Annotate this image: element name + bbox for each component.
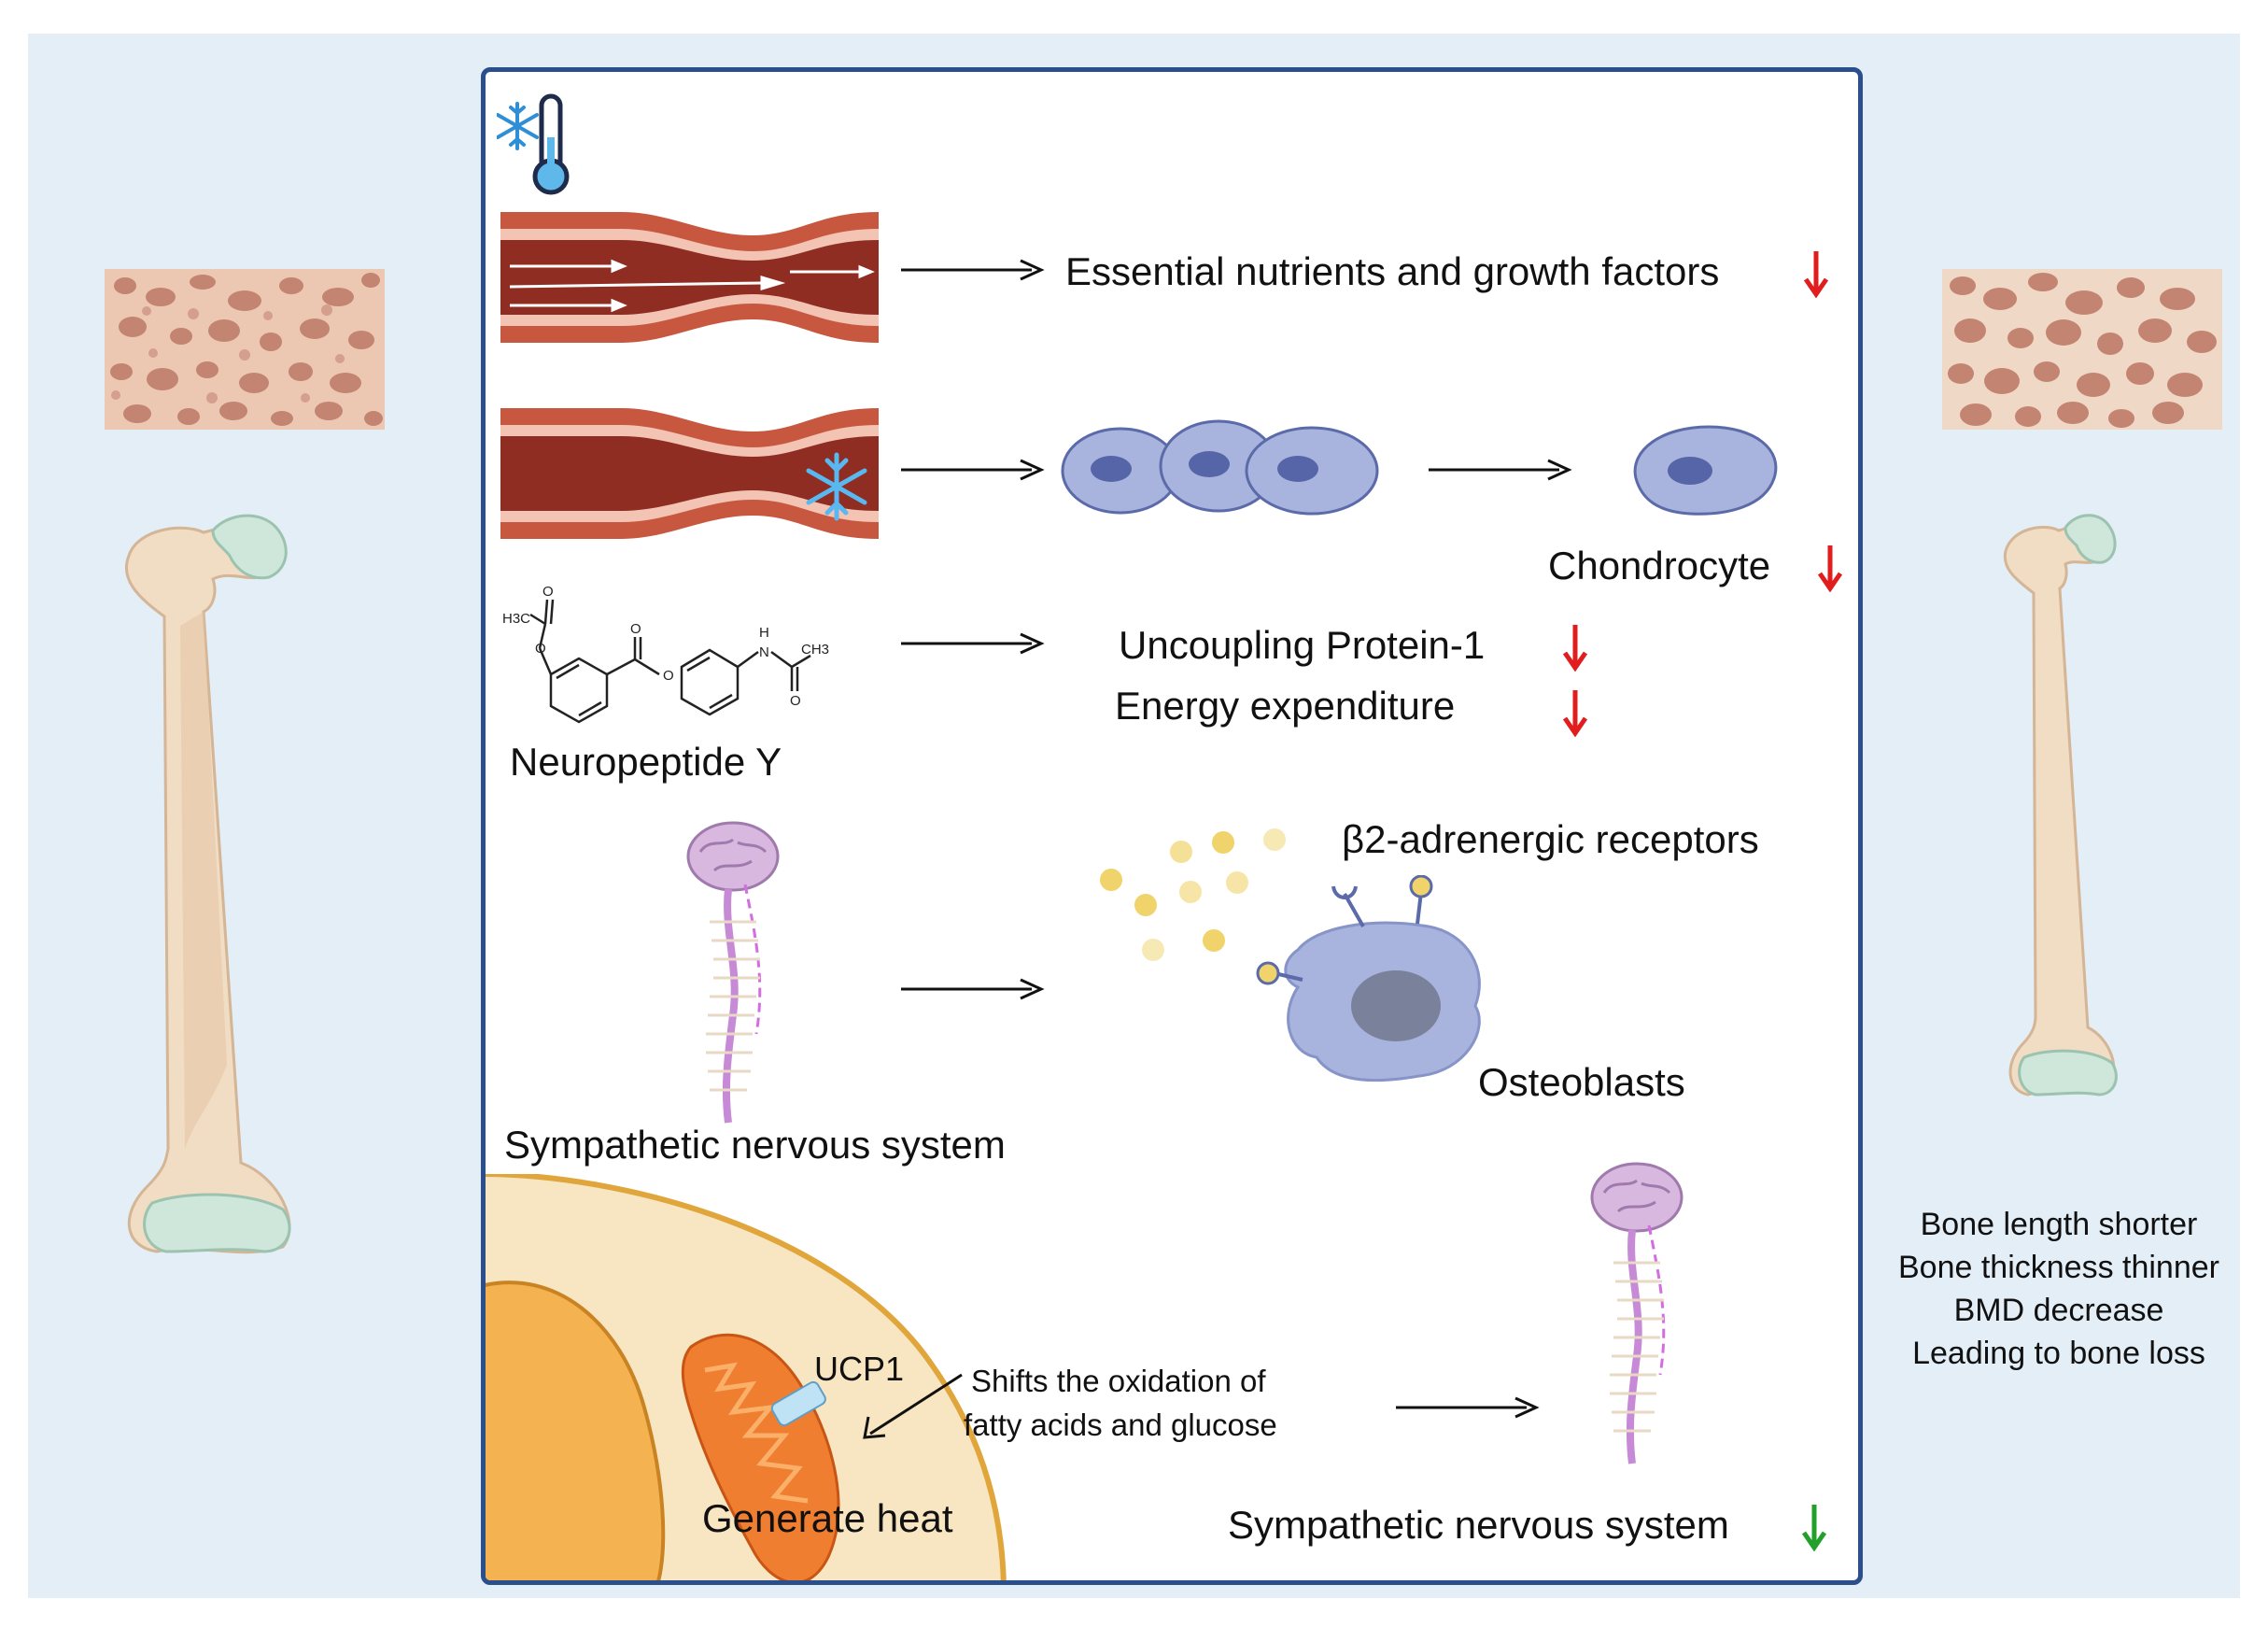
label-neuropeptide-y: Neuropeptide Y: [510, 740, 782, 784]
arrow-chondrocyte-2: [1429, 459, 1572, 481]
cold-thermometer-icon: [497, 93, 570, 195]
mol-label-o4: O: [663, 668, 674, 684]
arrow-heat: [1396, 1396, 1540, 1419]
label-shift-line2: fatty acids and glucose: [964, 1408, 1277, 1442]
outcome-length: Bone length shorter: [1920, 1207, 2198, 1242]
mol-label-o5: O: [790, 693, 801, 709]
outcome-thickness: Bone thickness thinner: [1898, 1250, 2219, 1285]
label-sns-result: Sympathetic nervous system: [1228, 1503, 1729, 1547]
arrow-sns: [901, 978, 1045, 1000]
label-ucp1: Uncoupling Protein-1: [1119, 623, 1486, 667]
arrow-ucp1: [863, 1373, 963, 1439]
mol-label-o1: O: [535, 641, 546, 657]
bone-outcomes: Bone length shorter Bone thickness thinn…: [1863, 1203, 2255, 1375]
down-arrow-icon: [1817, 545, 1843, 592]
femur-bone-icon: [124, 514, 291, 1254]
mol-label-o3: O: [630, 621, 641, 637]
down-arrow-icon: [1562, 690, 1588, 737]
chondrocyte-cluster-icon: [1061, 419, 1379, 516]
label-chondrocyte: Chondrocyte: [1548, 544, 1771, 587]
ligand-particles-icon: [1100, 828, 1286, 961]
molecule-icon: H3C O O O O H N O CH3: [502, 584, 829, 724]
outcome-bone-loss: Leading to bone loss: [1912, 1336, 2205, 1371]
arrow-npy: [901, 632, 1045, 655]
mol-label-o2: O: [542, 584, 554, 600]
label-nutrients: Essential nutrients and growth factors: [1065, 249, 1720, 293]
cold-blood-vessel-icon: [500, 408, 879, 539]
down-arrow-icon: [1801, 1505, 1827, 1551]
mechanism-panel: Essential nutrients and growth factors C…: [481, 67, 1863, 1585]
label-generate-heat: Generate heat: [702, 1496, 953, 1540]
thermometer-icon: [532, 93, 570, 195]
brain-spinal-cord-icon: [686, 821, 780, 1124]
osteoblast-cell-icon: [1256, 875, 1481, 1082]
chondrocyte-cell-icon: [1633, 425, 1778, 516]
outcome-bmd: BMD decrease: [1953, 1293, 2164, 1328]
bone-tissue-icon: [105, 269, 385, 430]
arrow-chondrocyte: [901, 459, 1045, 481]
snowflake-icon: [806, 452, 867, 521]
mol-label-h: H: [759, 625, 769, 641]
label-energy-expenditure: Energy expenditure: [1115, 684, 1456, 728]
bone-tissue-reduced-icon: [1942, 269, 2222, 430]
down-arrow-icon: [1562, 625, 1588, 672]
mol-label-ch3: CH3: [801, 642, 829, 658]
brain-spinal-cord-icon: [1590, 1162, 1683, 1464]
label-shift-line1: Shifts the oxidation of: [971, 1364, 1266, 1398]
down-arrow-icon: [1803, 251, 1829, 298]
blood-vessel-icon: [500, 212, 879, 343]
label-ucp1-short: UCP1: [814, 1350, 905, 1388]
label-sympathetic-nervous-system: Sympathetic nervous system: [504, 1123, 1006, 1167]
snowflake-icon: [497, 102, 539, 150]
label-osteoblasts: Osteoblasts: [1478, 1060, 1685, 1104]
mol-label-n: N: [759, 644, 769, 660]
arrow-nutrients: [901, 259, 1045, 281]
label-beta2-receptors: β2-adrenergic receptors: [1342, 817, 1759, 861]
short-femur-bone-icon: [2003, 514, 2118, 1096]
mol-label-h3c: H3C: [502, 611, 530, 627]
adipocyte-icon: [486, 1174, 1007, 1580]
